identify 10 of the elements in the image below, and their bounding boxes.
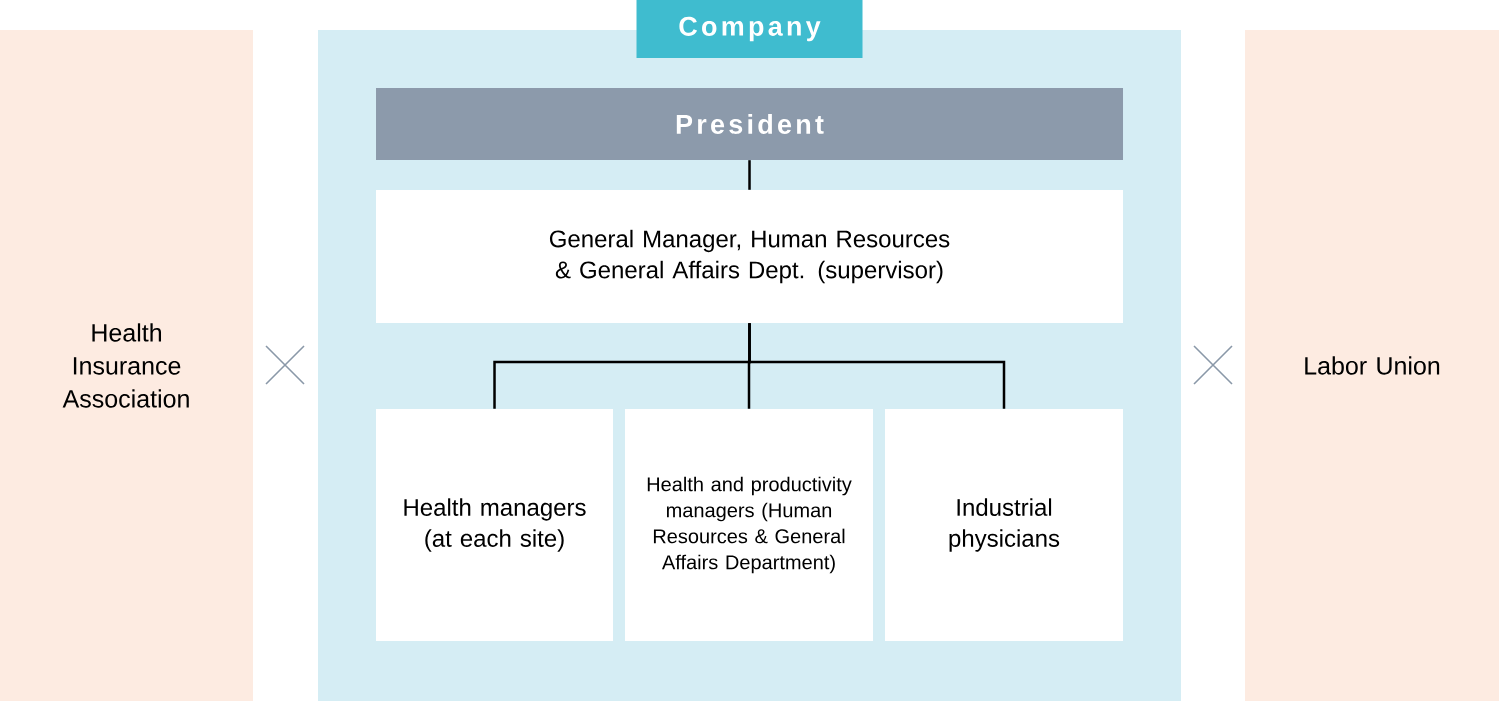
title-bar: President: [376, 88, 1123, 160]
side-panel: Labor Union: [1245, 30, 1499, 701]
role-box: Health managers (at each site): [376, 409, 613, 641]
role-box: Industrial physicians: [885, 409, 1123, 641]
connector-line: [748, 160, 751, 190]
side-panel: Health Insurance Association: [0, 30, 253, 701]
heading-tag: Company: [636, 0, 863, 58]
connector-line: [748, 323, 1006, 409]
supervisor-box: General Manager, Human Resources & General Affairs Dept. (supervisor): [376, 190, 1123, 323]
role-box: Health and productivity managers (Human Resources & General Affairs Department): [625, 409, 873, 641]
